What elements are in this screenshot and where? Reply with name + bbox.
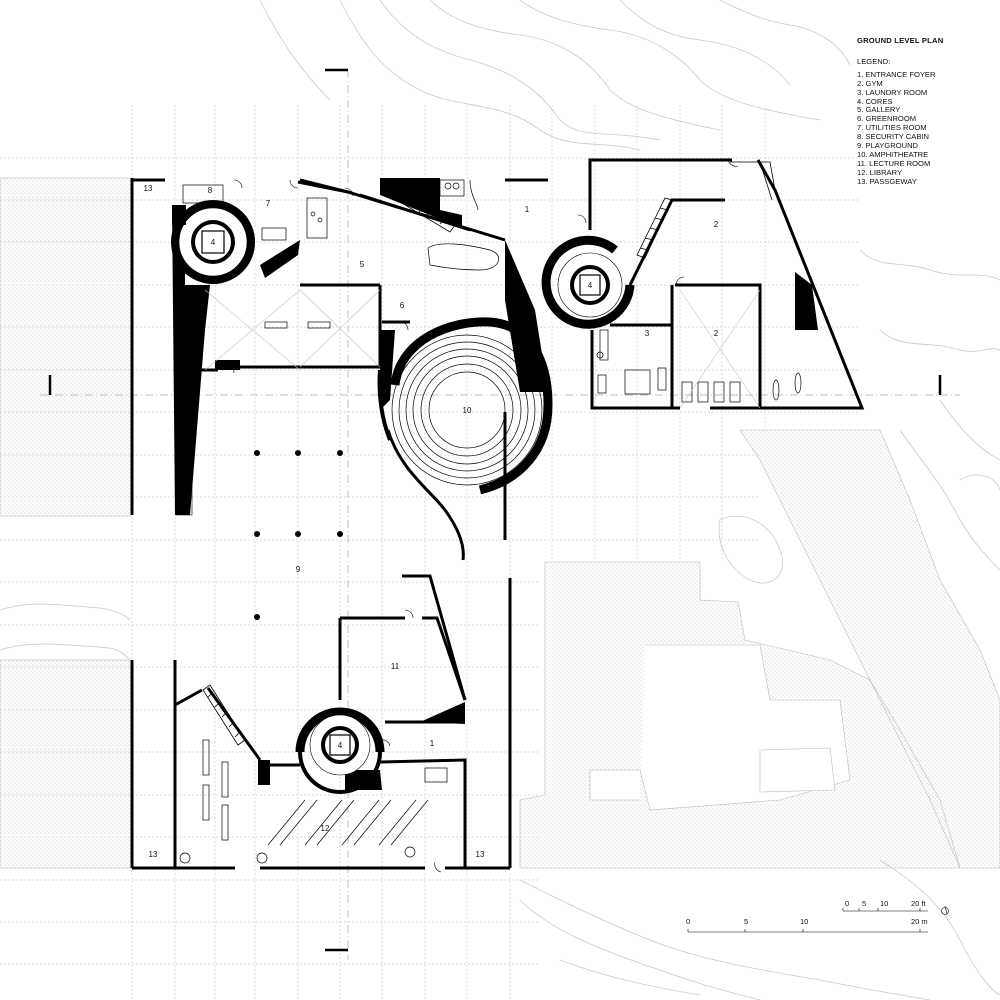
door-swings xyxy=(179,157,739,873)
room-label-playground: 9 xyxy=(296,565,301,574)
fixtures xyxy=(179,179,802,864)
room-label-library: 12 xyxy=(321,824,330,833)
legend-item: 10. AMPHITHEATRE xyxy=(857,149,929,159)
legend-heading: LEGEND: xyxy=(857,56,891,66)
landscape-hatch xyxy=(0,177,1000,869)
legend-item: 9. PLAYGROUND xyxy=(857,141,919,151)
room-label-gallery: 5 xyxy=(360,260,365,269)
legend-item: 12. LIBRARY xyxy=(857,167,903,177)
legend-item: 13. PASSGEWAY xyxy=(857,176,917,186)
playground-columns xyxy=(254,450,343,620)
scale-m-tick-3: 20 m xyxy=(911,917,928,926)
legend-item: 1. ENTRANCE FOYER xyxy=(857,69,936,79)
north-arrow-icon xyxy=(941,905,949,915)
room-label-entrance-foyer-s: 1 xyxy=(430,739,435,748)
room-label-gym-south: 2 xyxy=(714,329,719,338)
legend-item: 8. SECURITY CABIN xyxy=(857,132,930,142)
room-label-core-ne: 4 xyxy=(588,281,593,290)
legend-item: 11. LECTURE ROOM xyxy=(857,158,931,168)
room-label-passageway-sw: 13 xyxy=(149,850,158,859)
room-label-amphitheatre: 10 xyxy=(463,406,472,415)
room-reference-lines xyxy=(204,289,761,409)
room-label-laundry-room: 3 xyxy=(645,329,650,338)
room-label-gym-north: 2 xyxy=(714,220,719,229)
core-s-drawing xyxy=(295,707,385,794)
scale-ft-tick-0: 0 xyxy=(845,899,849,908)
scale-ft-tick-1: 5 xyxy=(862,899,866,908)
core-nw-drawing xyxy=(171,200,255,284)
legend-item: 6. GREENROOM xyxy=(857,114,917,124)
room-label-core-nw: 4 xyxy=(211,238,216,247)
scale-bar-metres: 0 5 10 20 m xyxy=(686,917,928,933)
legend-item: 2. GYM xyxy=(857,78,883,88)
room-labels: 13 8 7 4 1 5 1 6 10 4 2 3 2 9 11 4 1 12 … xyxy=(144,184,719,859)
scale-ft-tick-3: 20 ft xyxy=(911,899,927,908)
scale-m-tick-1: 5 xyxy=(744,917,748,926)
stairs xyxy=(176,161,776,746)
scale-bar-feet: 0 5 10 20 ft xyxy=(842,899,928,912)
legend-panel: GROUND LEVEL PLAN LEGEND: 1. ENTRANCE FO… xyxy=(857,36,997,187)
legend-item: 7. UTILITIES ROOM xyxy=(857,123,927,133)
scale-ft-tick-2: 10 xyxy=(880,899,888,908)
room-label-core-s: 4 xyxy=(338,741,343,750)
core-ne-drawing xyxy=(541,235,635,329)
scale-m-tick-0: 0 xyxy=(686,917,690,926)
solid-walls xyxy=(172,178,818,790)
room-label-entrance-foyer-n: 1 xyxy=(525,205,530,214)
room-label-passageway-se: 13 xyxy=(476,850,485,859)
room-label-security-cabin: 8 xyxy=(208,186,213,195)
plan-title: GROUND LEVEL PLAN xyxy=(857,36,944,45)
legend-item: 3. LAUNDRY ROOM xyxy=(857,87,928,97)
walls xyxy=(130,158,865,870)
room-label-passageway-nw: 13 xyxy=(144,184,153,193)
amphitheatre-drawing xyxy=(377,317,553,495)
legend-item: 4. CORES xyxy=(857,96,893,106)
section-markers xyxy=(48,68,942,952)
room-label-lecture-room: 11 xyxy=(391,662,400,671)
room-label-greenroom: 6 xyxy=(400,301,405,310)
room-label-utilities-room: 7 xyxy=(266,199,271,208)
room-label-entrance-foyer-w: 1 xyxy=(173,237,178,246)
legend-item: 5. GALLERY xyxy=(857,105,901,115)
scale-m-tick-2: 10 xyxy=(800,917,808,926)
